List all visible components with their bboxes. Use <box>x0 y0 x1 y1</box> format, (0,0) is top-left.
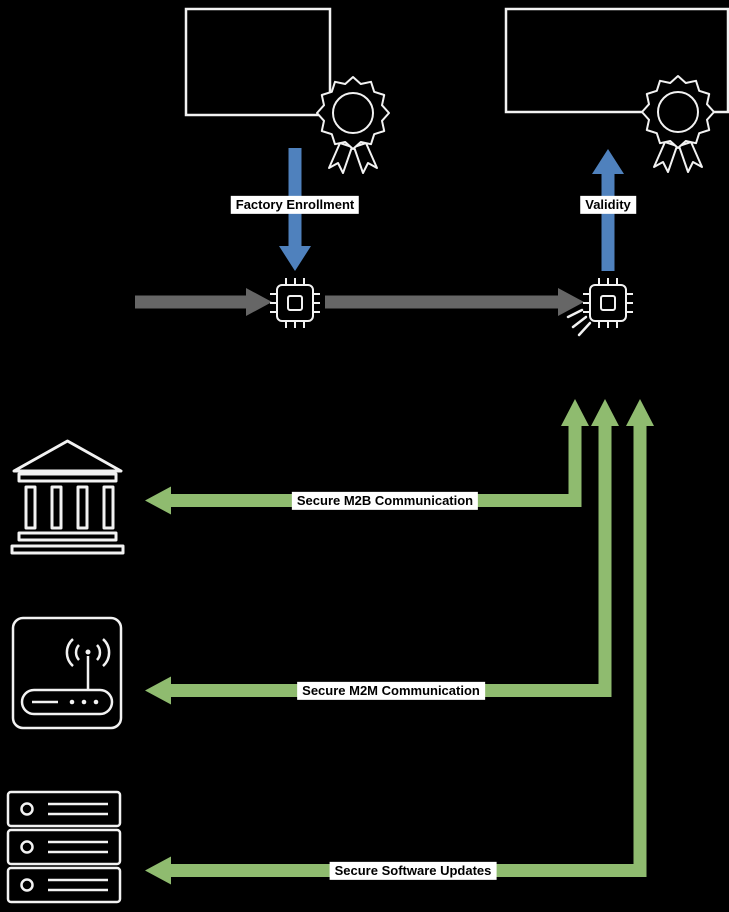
seal-icon <box>641 75 715 173</box>
device-chip-left-icon <box>269 277 321 329</box>
flow-arrow-left <box>135 288 272 316</box>
secure-m2b-label: Secure M2B Communication <box>291 491 479 511</box>
signal-rays-icon <box>566 308 592 337</box>
flow-arrow-right <box>325 288 584 316</box>
bank-building-icon <box>10 439 125 555</box>
certificate-frame <box>184 7 332 117</box>
secure-updates-label: Secure Software Updates <box>329 861 497 881</box>
certificate-frame <box>504 7 729 114</box>
seal-icon <box>316 76 390 174</box>
secure-m2m-label: Secure M2M Communication <box>297 681 485 701</box>
validity-label: Validity <box>580 195 636 215</box>
wireless-router-icon <box>11 616 123 730</box>
secure-m2b-arrow <box>145 399 589 515</box>
operational-certificate-icon <box>504 7 729 173</box>
factory-enrollment-label: Factory Enrollment <box>230 195 360 215</box>
birth-certificate-icon <box>184 7 390 174</box>
device-chip-right-icon <box>582 277 634 329</box>
server-stack-icon <box>6 790 122 904</box>
secure-m2m-arrow <box>145 399 619 705</box>
